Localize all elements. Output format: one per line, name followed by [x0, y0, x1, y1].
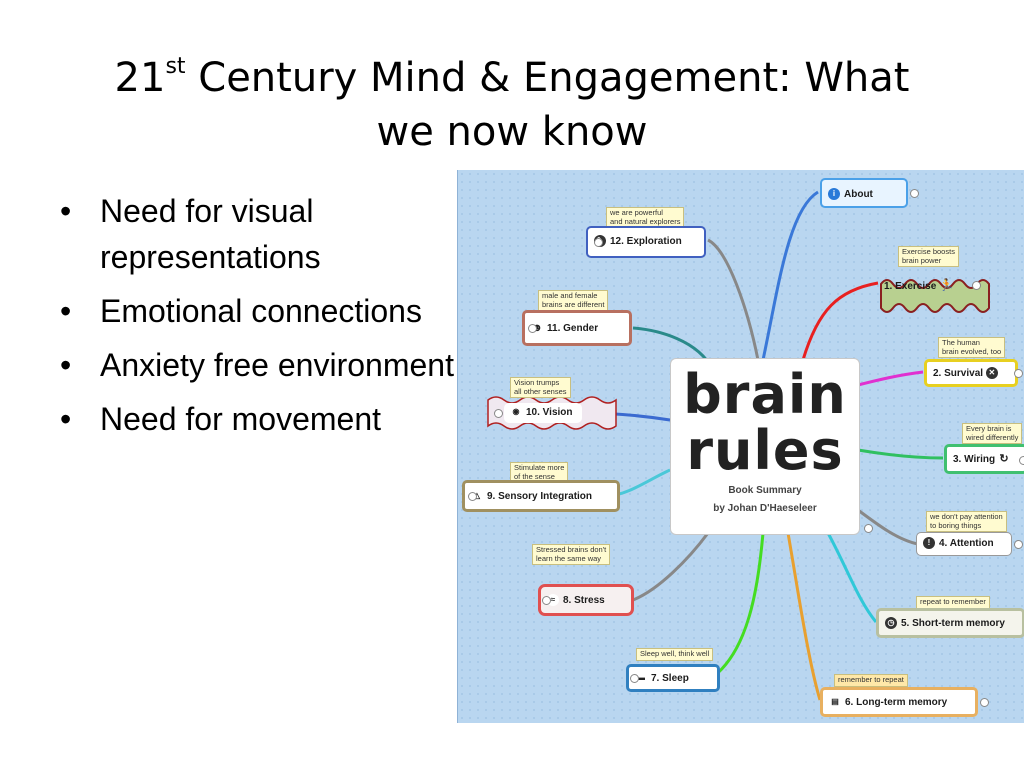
node-gender[interactable]: ☻11. Gender [522, 310, 632, 346]
node-label: 9. Sensory Integration [487, 491, 593, 502]
node-label: 8. Stress [563, 595, 605, 606]
memory-icon: ▤ [829, 696, 841, 709]
node-label: 6. Long-term memory [845, 697, 948, 708]
node-exploration[interactable]: ✎12. Exploration [586, 226, 706, 258]
node-exercise[interactable]: 1. Exercise 🏃 [878, 275, 970, 295]
note-short-term-memory: repeat to remember [916, 596, 990, 609]
title-number: 21 [114, 55, 166, 101]
node-vision[interactable]: ◉ 10. Vision [504, 403, 582, 423]
expand-toggle[interactable] [542, 596, 551, 605]
bullet-list: Need for visual representations Emotiona… [60, 188, 460, 450]
node-label: 12. Exploration [610, 236, 682, 247]
refresh-icon: ↻ [997, 453, 1010, 466]
title-line1: Century Mind & Engagement: What [185, 55, 910, 101]
bullet-item: Emotional connections [60, 288, 460, 334]
expand-toggle[interactable] [910, 189, 919, 198]
node-long-term-memory[interactable]: ▤ 6. Long-term memory [820, 687, 978, 717]
node-label: 7. Sleep [651, 673, 689, 684]
brain-rules-mindmap: brain rules Book Summary by Johan D'Haes… [457, 170, 1024, 723]
runner-icon: 🏃 [939, 278, 954, 292]
center-card[interactable]: brain rules Book Summary by Johan D'Haes… [670, 358, 860, 535]
center-subtitle1: Book Summary [728, 485, 802, 496]
expand-toggle[interactable] [1019, 456, 1024, 465]
bullet-item: Anxiety free environment [60, 342, 460, 388]
exclamation-icon: ! [923, 537, 935, 550]
bullet-item: Need for visual representations [60, 188, 460, 280]
node-label: 4. Attention [939, 538, 994, 549]
node-survival[interactable]: 2. Survival ✕ [924, 359, 1018, 387]
center-subtitle2: by Johan D'Haeseleer [713, 503, 817, 514]
node-label: 3. Wiring [953, 454, 996, 465]
node-label: 11. Gender [547, 323, 599, 334]
node-wiring[interactable]: 3. Wiring ↻ [944, 444, 1024, 474]
expand-toggle[interactable] [494, 409, 503, 418]
expand-toggle[interactable] [594, 238, 603, 247]
expand-toggle[interactable] [864, 524, 873, 533]
survival-icon: ✕ [985, 367, 998, 380]
center-title-line1: brain [683, 363, 847, 426]
slide-title: 21st Century Mind & Engagement: What we … [60, 40, 964, 159]
node-label: About [844, 189, 873, 200]
eye-icon: ◉ [510, 406, 522, 419]
node-label: 1. Exercise [884, 281, 937, 292]
center-title-line2: rules [686, 419, 844, 482]
node-about[interactable]: i About [820, 178, 908, 208]
title-line2: we now know [376, 109, 648, 155]
expand-toggle[interactable] [1014, 540, 1023, 549]
node-sleep[interactable]: ▬7. Sleep [626, 664, 720, 692]
node-sensory-integration[interactable]: △9. Sensory Integration [462, 480, 620, 512]
node-stress[interactable]: ≈8. Stress [538, 584, 634, 616]
info-icon: i [828, 188, 840, 201]
expand-toggle[interactable] [972, 281, 981, 290]
clock-icon: ◷ [885, 617, 897, 630]
node-label: 2. Survival [933, 368, 984, 379]
bullet-item: Need for movement [60, 396, 460, 442]
expand-toggle[interactable] [468, 492, 477, 501]
node-attention[interactable]: ! 4. Attention [916, 532, 1012, 556]
expand-toggle[interactable] [980, 698, 989, 707]
note-sleep: Sleep well, think well [636, 648, 714, 661]
title-superscript: st [165, 54, 186, 79]
node-label: 10. Vision [526, 407, 573, 418]
note-long-term-memory: remember to repeat [834, 674, 908, 687]
expand-toggle[interactable] [1014, 369, 1023, 378]
node-short-term-memory[interactable]: ◷ 5. Short-term memory [876, 608, 1024, 638]
expand-toggle[interactable] [630, 674, 639, 683]
expand-toggle[interactable] [528, 324, 537, 333]
node-label: 5. Short-term memory [901, 618, 1005, 629]
